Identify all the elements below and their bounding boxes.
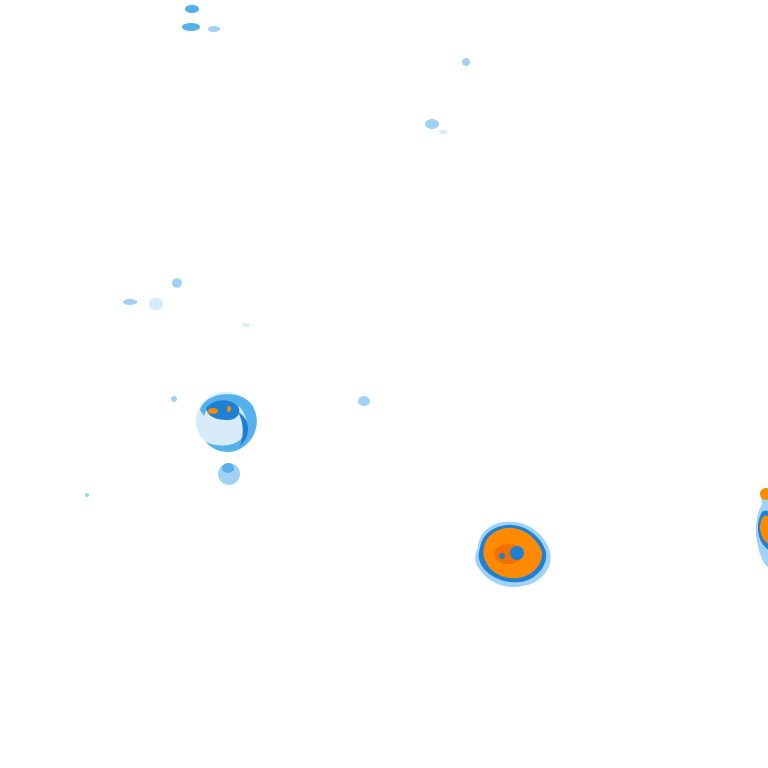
echo-speck-top-left	[182, 5, 220, 32]
echo-cell-ring-blue	[196, 392, 257, 485]
echo-speck-mid-left	[85, 278, 250, 497]
echo-speck-top-center	[425, 58, 470, 134]
echo-speck-mid-center	[358, 396, 370, 406]
echo-cell-large-orange	[475, 521, 551, 588]
echo-cell-edge-right	[755, 487, 768, 567]
